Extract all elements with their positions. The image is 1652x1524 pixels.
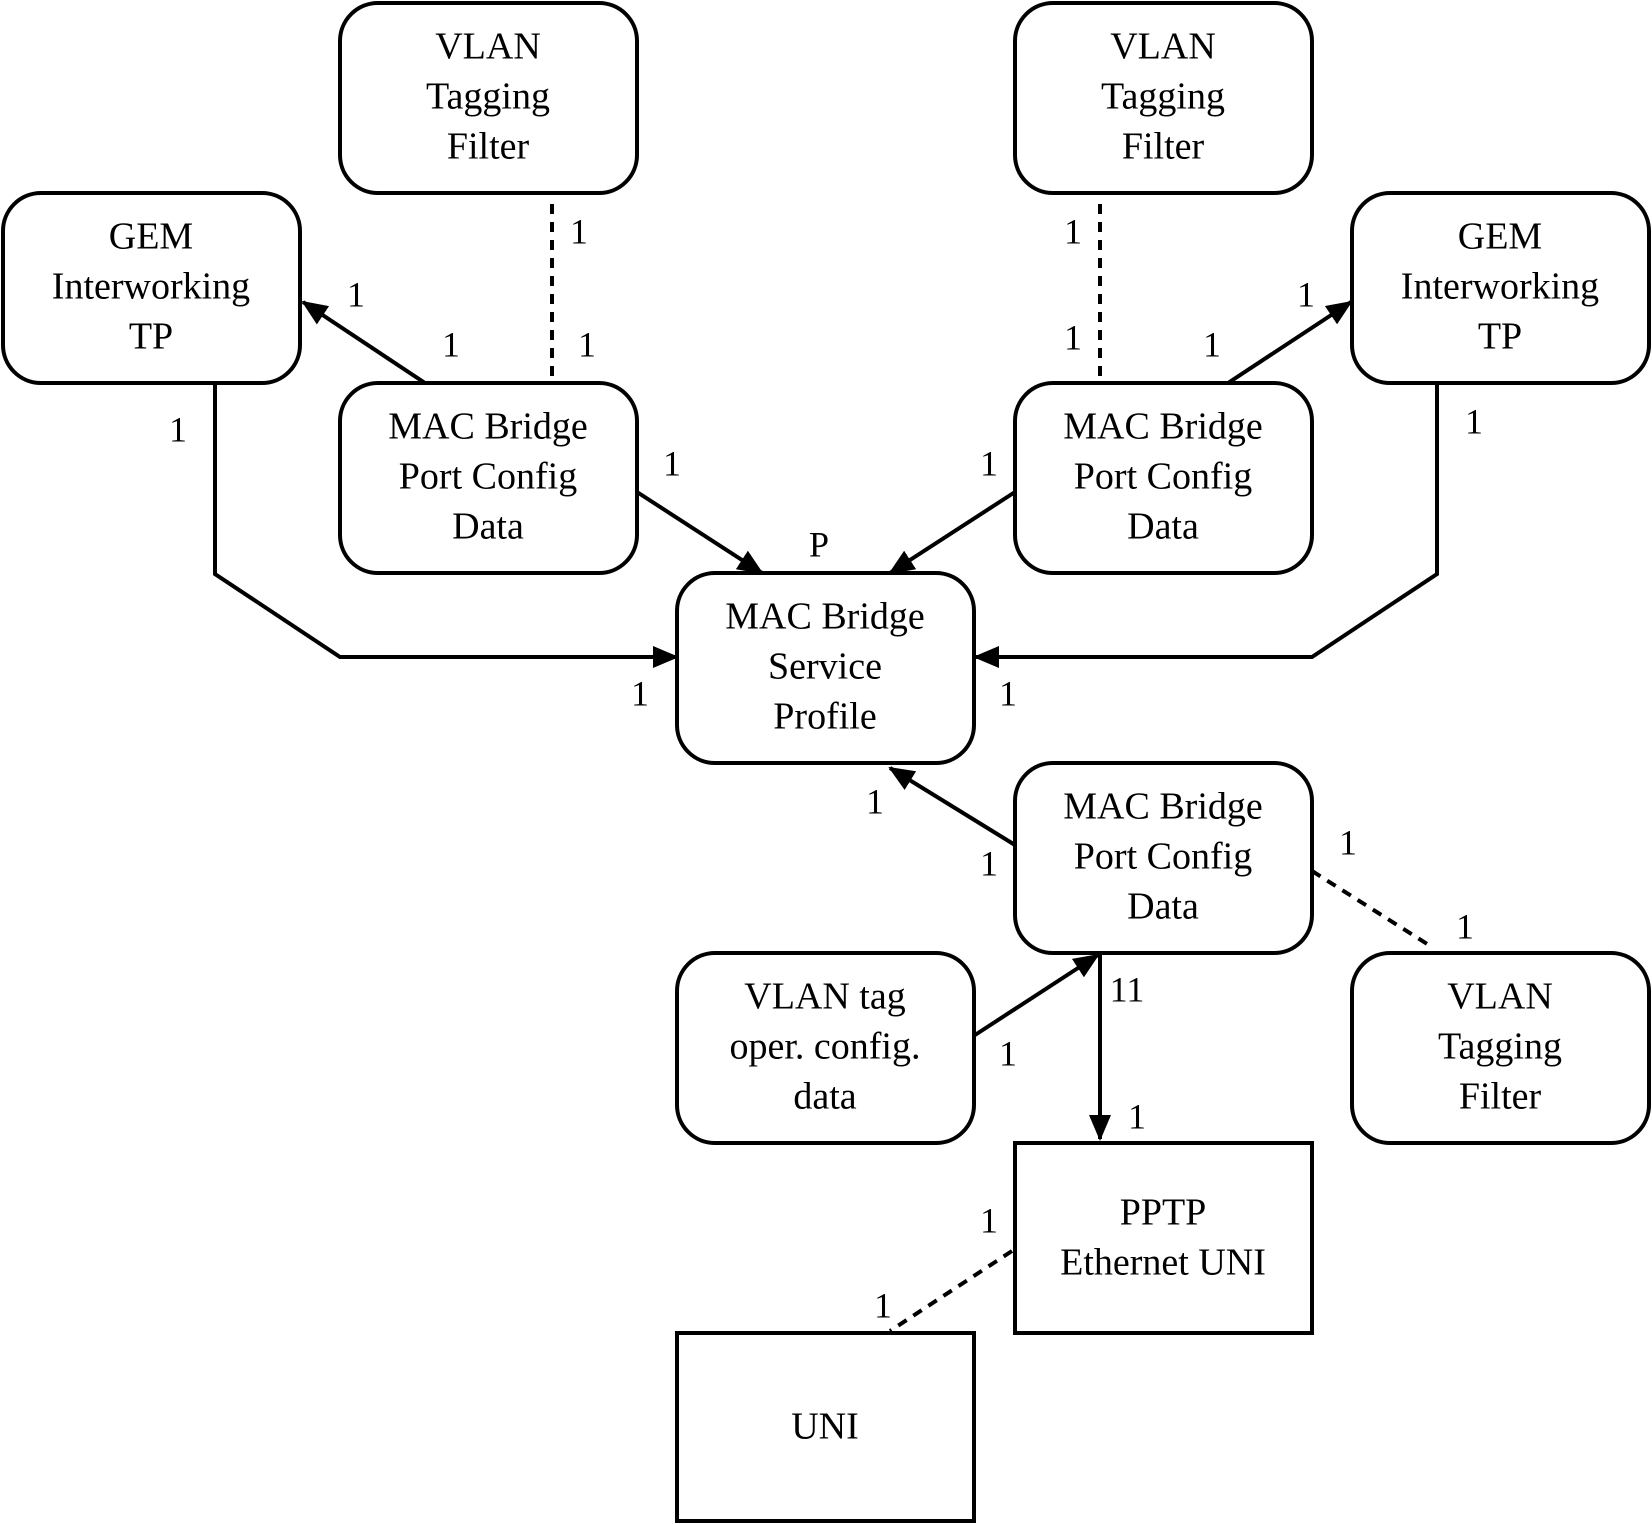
node-line: data [793, 1076, 856, 1118]
node-line: MAC Bridge [1063, 786, 1263, 828]
multiplicity-label: 1 [663, 443, 681, 483]
multiplicity-label: 1 [980, 443, 998, 483]
edge-vtocd-to-mbpcd-bottom [975, 955, 1098, 1035]
multiplicity-label: 1 [1339, 822, 1357, 862]
multiplicity-label: 1 [1297, 274, 1315, 314]
node-line: Service [768, 646, 882, 688]
node-line: MAC Bridge [1063, 406, 1263, 448]
node-line: GEM [1458, 216, 1542, 258]
node-vtocd: VLAN tag oper. config. data [677, 953, 974, 1143]
node-line: UNI [791, 1406, 859, 1448]
edge-mbpcd-right-to-mbsp [890, 492, 1015, 573]
multiplicity-label: 1 [442, 324, 460, 364]
node-mbsp: MAC Bridge Service Profile [677, 573, 974, 763]
multiplicity-label: 1 [980, 1200, 998, 1240]
node-line: Interworking [1401, 266, 1599, 308]
node-line: Profile [773, 696, 876, 738]
node-vtf-bottom-right: VLAN Tagging Filter [1352, 953, 1649, 1143]
node-line: MAC Bridge [388, 406, 588, 448]
node-mbpcd-bottom: MAC Bridge Port Config Data [1015, 763, 1312, 953]
node-line: Port Config [1074, 456, 1252, 498]
node-line: Filter [1459, 1076, 1542, 1118]
edge-mbpcd-left-to-mbsp [637, 492, 762, 573]
node-line: VLAN tag [744, 976, 905, 1018]
multiplicity-label: 1 [1203, 324, 1221, 364]
node-line: Tagging [1438, 1026, 1562, 1068]
multiplicity-label: 1 [169, 409, 187, 449]
node-line: VLAN [1110, 26, 1216, 68]
multiplicity-label: 11 [1110, 969, 1145, 1009]
node-line: PPTP [1120, 1192, 1207, 1234]
node-line: Port Config [1074, 836, 1252, 878]
node-line: Interworking [52, 266, 250, 308]
node-line: VLAN [1447, 976, 1553, 1018]
node-line: Filter [447, 126, 530, 168]
node-line: oper. config. [729, 1026, 920, 1068]
node-line: Data [452, 506, 524, 548]
edge-mbpcd-bottom-to-mbsp [890, 768, 1015, 845]
node-line: Data [1127, 886, 1199, 928]
node-line: VLAN [435, 26, 541, 68]
node-line: Tagging [426, 76, 550, 118]
multiplicity-label: 1 [999, 673, 1017, 713]
multiplicity-label: 1 [1128, 1096, 1146, 1136]
node-line: Data [1127, 506, 1199, 548]
node-line: MAC Bridge [725, 596, 925, 638]
multiplicity-label: 1 [874, 1285, 892, 1325]
multiplicity-label: 1 [1064, 211, 1082, 251]
node-uni: UNI [677, 1333, 974, 1521]
node-line: TP [129, 316, 173, 358]
node-vtf-top-right: VLAN Tagging Filter [1015, 3, 1312, 193]
multiplicity-label: 1 [631, 673, 649, 713]
node-mbpcd-right: MAC Bridge Port Config Data [1015, 383, 1312, 573]
edge-pptp-to-uni [890, 1251, 1012, 1331]
node-mbpcd-left: MAC Bridge Port Config Data [340, 383, 637, 573]
multiplicity-label: 1 [578, 324, 596, 364]
node-gem-right: GEM Interworking TP [1352, 193, 1649, 383]
node-line: Ethernet UNI [1060, 1242, 1266, 1284]
node-line: TP [1478, 316, 1522, 358]
node-pptp: PPTP Ethernet UNI [1015, 1143, 1312, 1333]
node-line: GEM [109, 216, 193, 258]
multiplicity-label: 1 [980, 843, 998, 883]
node-line: Tagging [1101, 76, 1225, 118]
edge-mbpcd-right-to-gem-right [1228, 302, 1351, 383]
role-label: P [809, 524, 829, 564]
multiplicity-label: 1 [999, 1033, 1017, 1073]
node-vtf-top-left: VLAN Tagging Filter [340, 3, 637, 193]
multiplicity-label: 1 [347, 274, 365, 314]
node-line: Port Config [399, 456, 577, 498]
multiplicity-label: 1 [1456, 906, 1474, 946]
node-line: Filter [1122, 126, 1205, 168]
multiplicity-label: 1 [1465, 401, 1483, 441]
multiplicity-label: 1 [866, 781, 884, 821]
multiplicity-label: 1 [1064, 317, 1082, 357]
multiplicity-label: 1 [570, 211, 588, 251]
edge-mbpcd-bottom-to-vtf-bottom-right [1312, 871, 1432, 947]
node-gem-left: GEM Interworking TP [3, 193, 300, 383]
